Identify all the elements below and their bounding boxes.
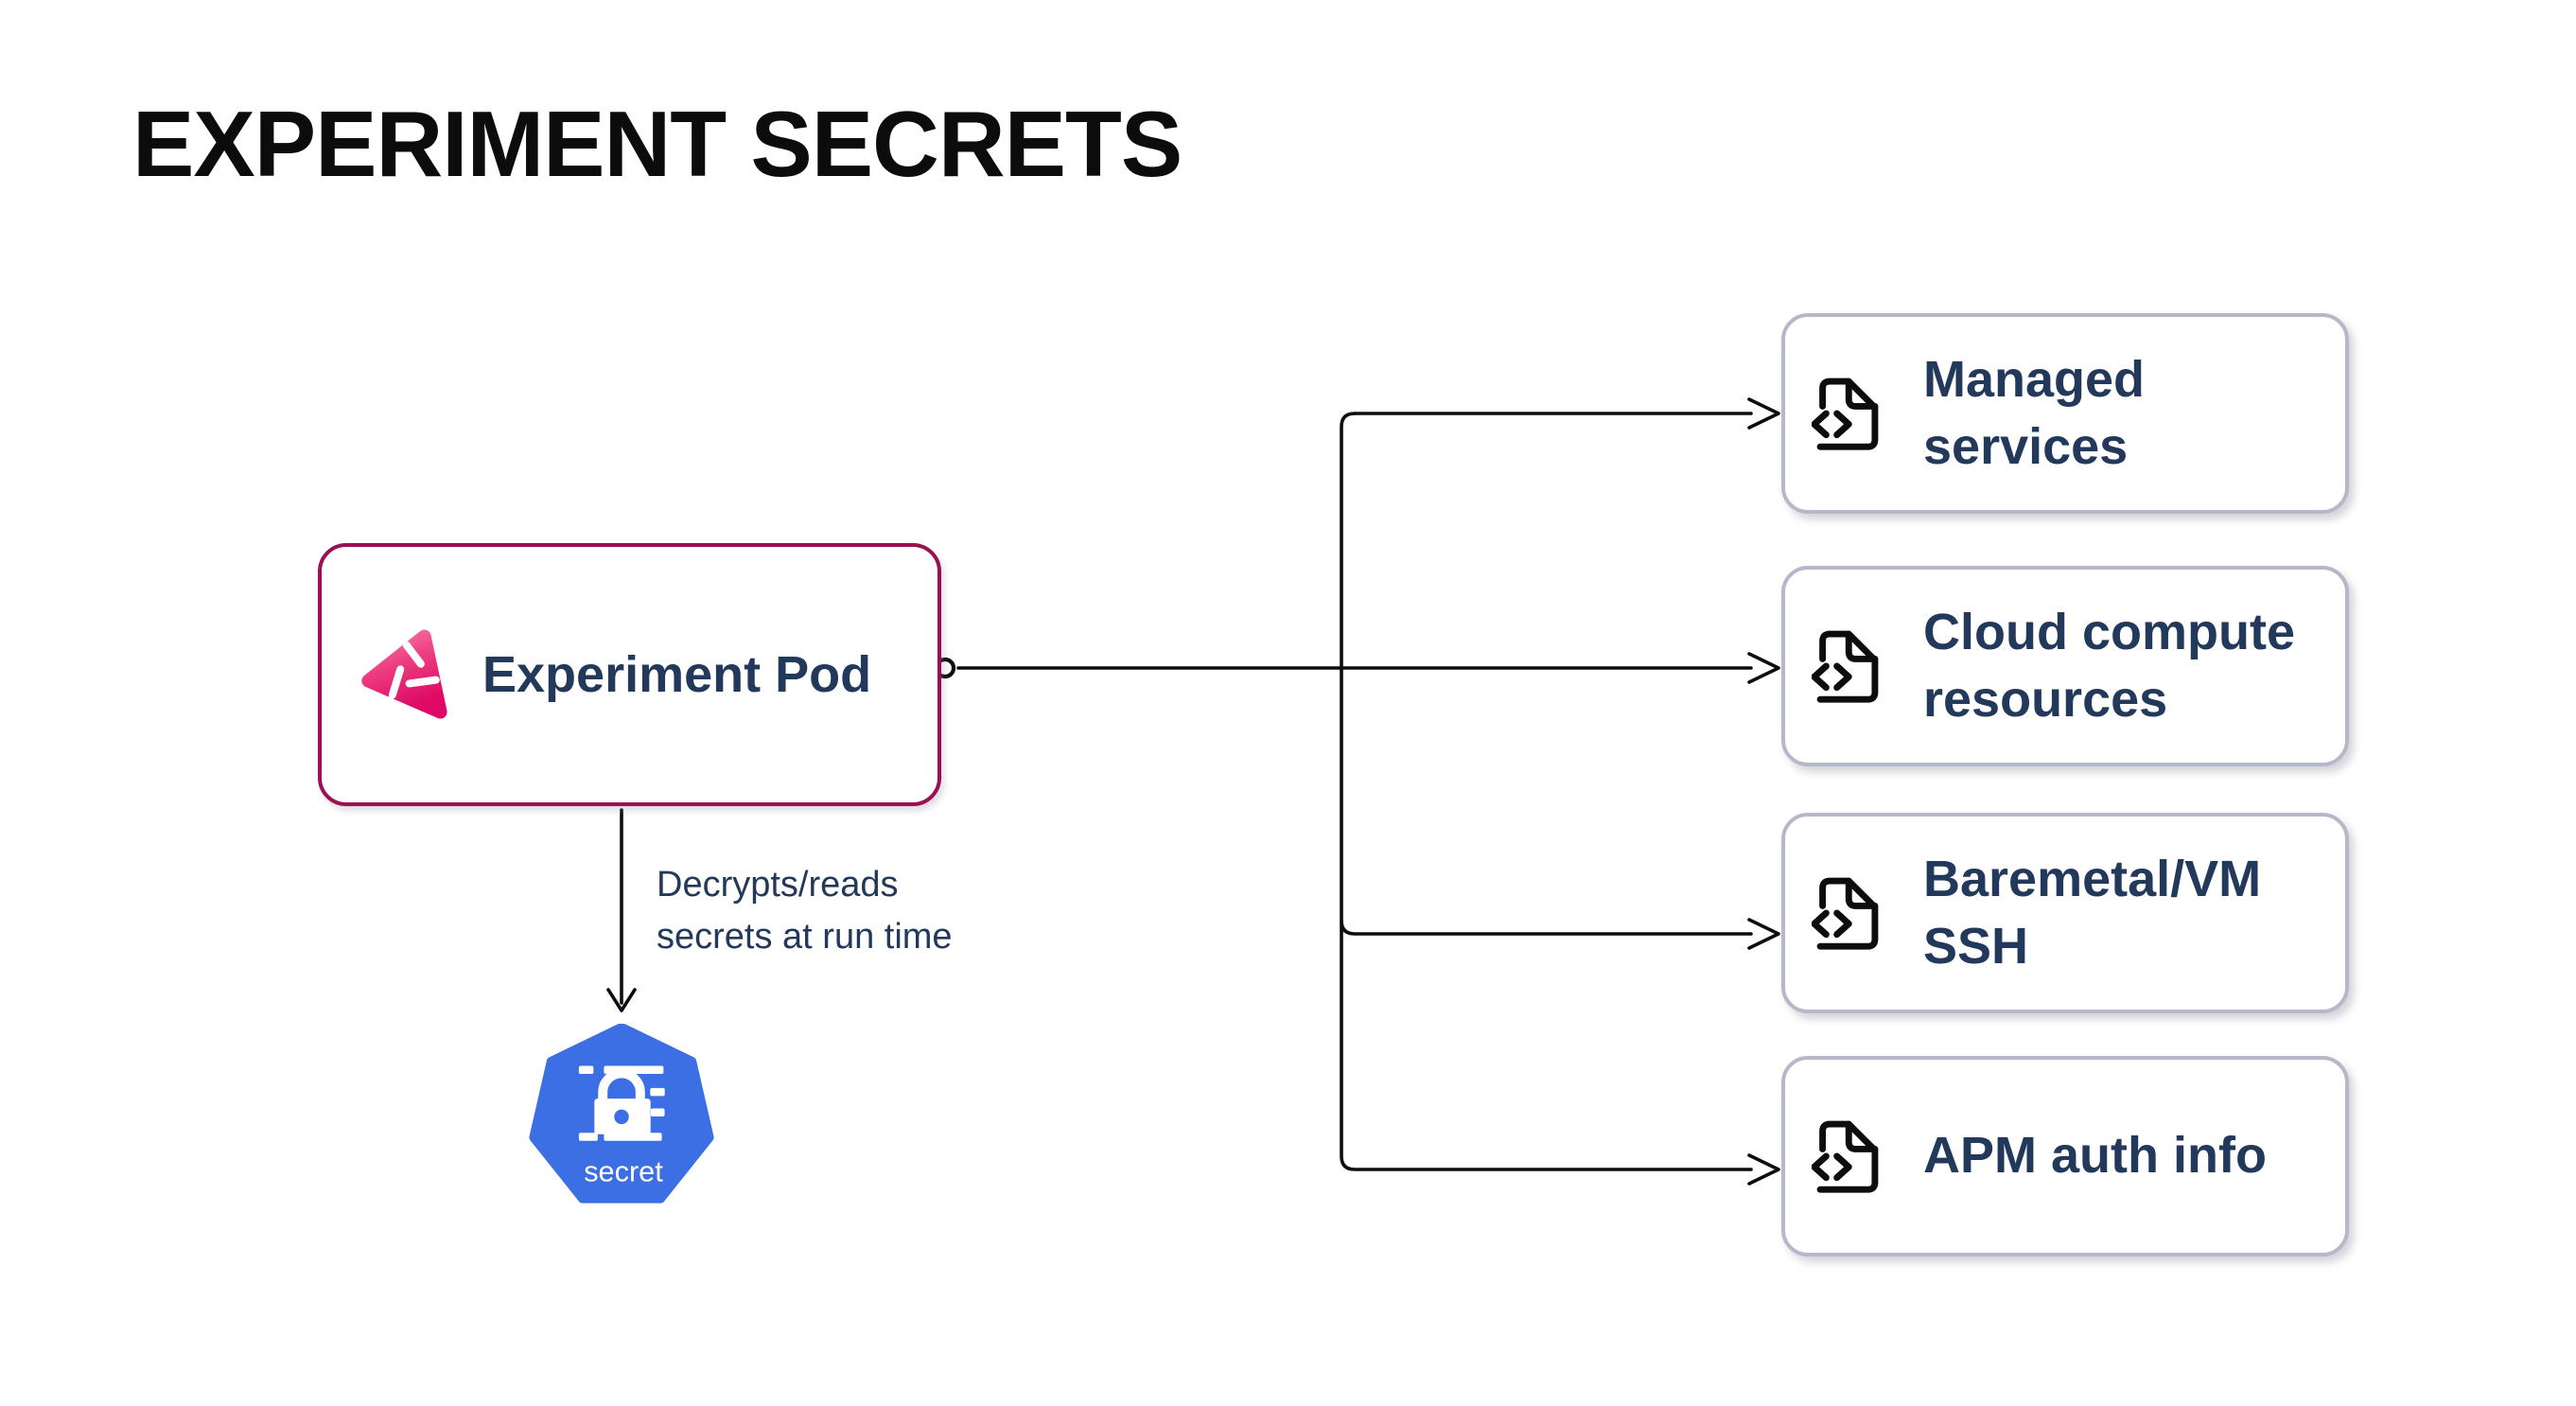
secret-label: secret [584,1154,663,1187]
litmuschaos-logo-icon [361,629,447,719]
code-file-icon [1812,1120,1879,1193]
target-node-cloud-compute: Cloud compute resources [1781,566,2349,766]
target-node-managed-services: Managed services [1781,313,2349,514]
kubernetes-secret-icon: secret [529,1024,714,1204]
arrowhead-managed-services [1747,397,1780,430]
code-file-icon [1812,630,1879,703]
page-title: EXPERIMENT SECRETS [132,92,1183,196]
decrypts-caption: Decrypts/reads secrets at run time [657,865,953,957]
target-label: Baremetal/VM SSH [1923,850,2262,975]
arrowhead-secret [606,988,637,1012]
arrowhead-apm-auth [1747,1153,1780,1186]
target-label: Managed services [1923,350,2146,475]
target-node-baremetal-ssh: Baremetal/VM SSH [1781,813,2349,1013]
target-node-apm-auth: APM auth info [1781,1056,2349,1257]
branch-trunk [1340,412,1753,1171]
arrowhead-cloud-compute [1747,652,1780,684]
code-file-icon [1812,378,1879,450]
experiment-pod-node: Experiment Pod [318,543,941,806]
code-file-icon [1812,877,1879,950]
arrowhead-baremetal-ssh [1747,918,1780,950]
arrow-branch-third [1340,919,1753,936]
experiment-pod-label: Experiment Pod [482,646,872,703]
target-label: APM auth info [1923,1127,2267,1185]
target-label: Cloud compute resources [1923,603,2295,728]
lock-icon [578,1065,665,1141]
